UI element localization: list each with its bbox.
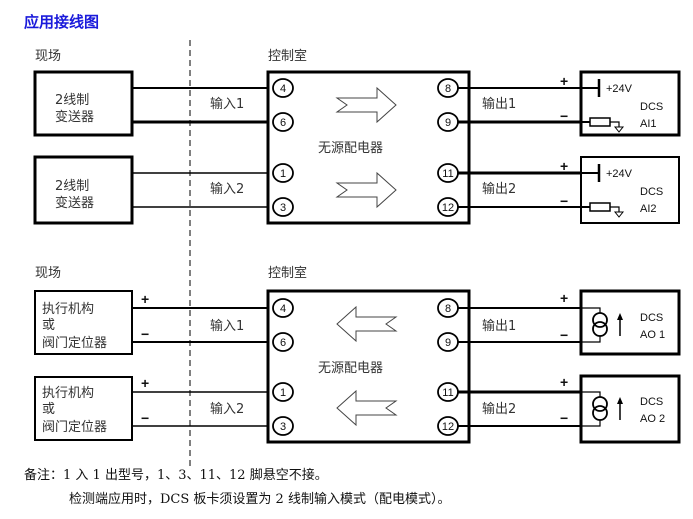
minus-sign: − bbox=[141, 326, 149, 342]
pin-terminal: 6 bbox=[272, 332, 294, 352]
pin-terminal: 9 bbox=[437, 112, 459, 132]
actuator-1-line2: 或 bbox=[42, 318, 55, 333]
dcs-name-1: DCS bbox=[640, 101, 663, 113]
output-label-3: 输出1 bbox=[482, 318, 516, 334]
plus-sign: + bbox=[560, 73, 568, 89]
resistor-ground-icon bbox=[581, 202, 625, 218]
isolator-box-2 bbox=[266, 289, 471, 444]
pin-terminal: 3 bbox=[272, 197, 294, 217]
pin-terminal: 8 bbox=[437, 78, 459, 98]
dcs-name-4: DCS bbox=[640, 396, 663, 408]
pin-terminal: 4 bbox=[272, 298, 294, 318]
pin-label: 4 bbox=[280, 303, 286, 315]
pin-label: 6 bbox=[280, 117, 286, 129]
transmitter-1-line2: 变送器 bbox=[55, 109, 94, 125]
minus-sign: − bbox=[560, 193, 568, 209]
field-label-1: 现场 bbox=[35, 49, 61, 64]
output-label-1: 输出1 bbox=[482, 96, 516, 112]
arrow-left-icon bbox=[336, 389, 398, 427]
plus-sign: + bbox=[141, 291, 149, 307]
input-label-1: 输入1 bbox=[210, 96, 244, 112]
pin-label: 1 bbox=[280, 387, 286, 399]
control-label-1: 控制室 bbox=[268, 48, 307, 64]
dcs-supply-2: +24V bbox=[606, 168, 633, 180]
pin-terminal: 1 bbox=[272, 382, 294, 402]
transmitter-1-line1: 2线制 bbox=[55, 93, 89, 108]
pin-terminal: 1 bbox=[272, 163, 294, 183]
plus-sign: + bbox=[560, 374, 568, 390]
isolator-box-1 bbox=[266, 70, 471, 225]
resistor-ground-icon bbox=[581, 117, 625, 133]
actuator-1-line1: 执行机构 bbox=[42, 302, 94, 317]
pin-terminal: 9 bbox=[437, 332, 459, 352]
pin-label: 1 bbox=[280, 168, 286, 180]
pin-label: 4 bbox=[280, 83, 286, 95]
pin-terminal: 11 bbox=[437, 382, 459, 402]
pin-terminal: 8 bbox=[437, 298, 459, 318]
pin-label: 12 bbox=[442, 421, 454, 433]
arrow-up-icon bbox=[617, 313, 623, 336]
dcs-channel-1: AI1 bbox=[640, 118, 657, 130]
dcs-channel-2: AI2 bbox=[640, 203, 657, 215]
actuator-1-line3: 阀门定位器 bbox=[42, 336, 107, 351]
pin-label: 3 bbox=[280, 421, 286, 433]
pin-label: 6 bbox=[280, 337, 286, 349]
minus-sign: − bbox=[560, 410, 568, 426]
output-label-2: 输出2 bbox=[482, 181, 516, 197]
plus-sign: + bbox=[141, 375, 149, 391]
actuator-2-line3: 阀门定位器 bbox=[42, 420, 107, 435]
pin-terminal: 12 bbox=[437, 416, 459, 436]
pin-label: 11 bbox=[442, 168, 453, 180]
pin-label: 9 bbox=[445, 337, 451, 349]
transmitter-box-1 bbox=[33, 70, 134, 137]
input-label-3: 输入1 bbox=[210, 318, 244, 334]
pin-terminal: 3 bbox=[272, 416, 294, 436]
current-source-icon bbox=[581, 391, 608, 427]
transmitter-2-line1: 2线制 bbox=[55, 179, 89, 194]
arrow-up-icon bbox=[617, 397, 623, 420]
actuator-2-line1: 执行机构 bbox=[42, 386, 94, 401]
pin-label: 8 bbox=[445, 303, 451, 315]
transmitter-box-2 bbox=[33, 155, 134, 225]
note-line-2: 检测端应用时，DCS 板卡须设置为 2 线制输入模式（配电模式）。 bbox=[69, 491, 450, 507]
pin-label: 9 bbox=[445, 117, 451, 129]
current-source-icon bbox=[581, 307, 608, 343]
output-label-4: 输出2 bbox=[482, 401, 516, 417]
note-line-1: 备注：1 入 1 出型号，1、3、11、12 脚悬空不接。 bbox=[24, 467, 328, 483]
dcs-box-ai2 bbox=[580, 156, 680, 224]
transmitter-2-line2: 变送器 bbox=[55, 195, 94, 211]
isolator-label-1: 无源配电器 bbox=[318, 141, 383, 156]
minus-sign: − bbox=[560, 327, 568, 343]
pin-label: 11 bbox=[442, 387, 453, 399]
minus-sign: − bbox=[141, 410, 149, 426]
pin-terminal: 4 bbox=[272, 78, 294, 98]
isolator-label-2: 无源配电器 bbox=[318, 361, 383, 376]
arrow-right-icon bbox=[335, 86, 397, 124]
pin-terminal: 12 bbox=[437, 197, 459, 217]
diagram-title: 应用接线图 bbox=[24, 13, 99, 31]
dcs-channel-4: AO 2 bbox=[640, 413, 665, 425]
pin-label: 8 bbox=[445, 83, 451, 95]
pin-terminal: 6 bbox=[272, 112, 294, 132]
pin-terminal: 11 bbox=[437, 163, 459, 183]
dcs-supply-1: +24V bbox=[606, 83, 633, 95]
actuator-box-2 bbox=[34, 376, 133, 441]
dcs-channel-3: AO 1 bbox=[640, 329, 665, 341]
dcs-name-3: DCS bbox=[640, 312, 663, 324]
input-label-2: 输入2 bbox=[210, 181, 244, 197]
actuator-2-line2: 或 bbox=[42, 402, 55, 417]
field-label-2: 现场 bbox=[35, 266, 61, 281]
control-label-2: 控制室 bbox=[268, 265, 307, 281]
plus-sign: + bbox=[560, 158, 568, 174]
arrow-right-icon bbox=[335, 171, 397, 209]
actuator-box-1 bbox=[34, 290, 133, 355]
dcs-name-2: DCS bbox=[640, 186, 663, 198]
pin-label: 3 bbox=[280, 202, 286, 214]
input-label-4: 输入2 bbox=[210, 401, 244, 417]
arrow-left-icon bbox=[336, 305, 398, 343]
minus-sign: − bbox=[560, 108, 568, 124]
pin-label: 12 bbox=[442, 202, 454, 214]
plus-sign: + bbox=[560, 290, 568, 306]
